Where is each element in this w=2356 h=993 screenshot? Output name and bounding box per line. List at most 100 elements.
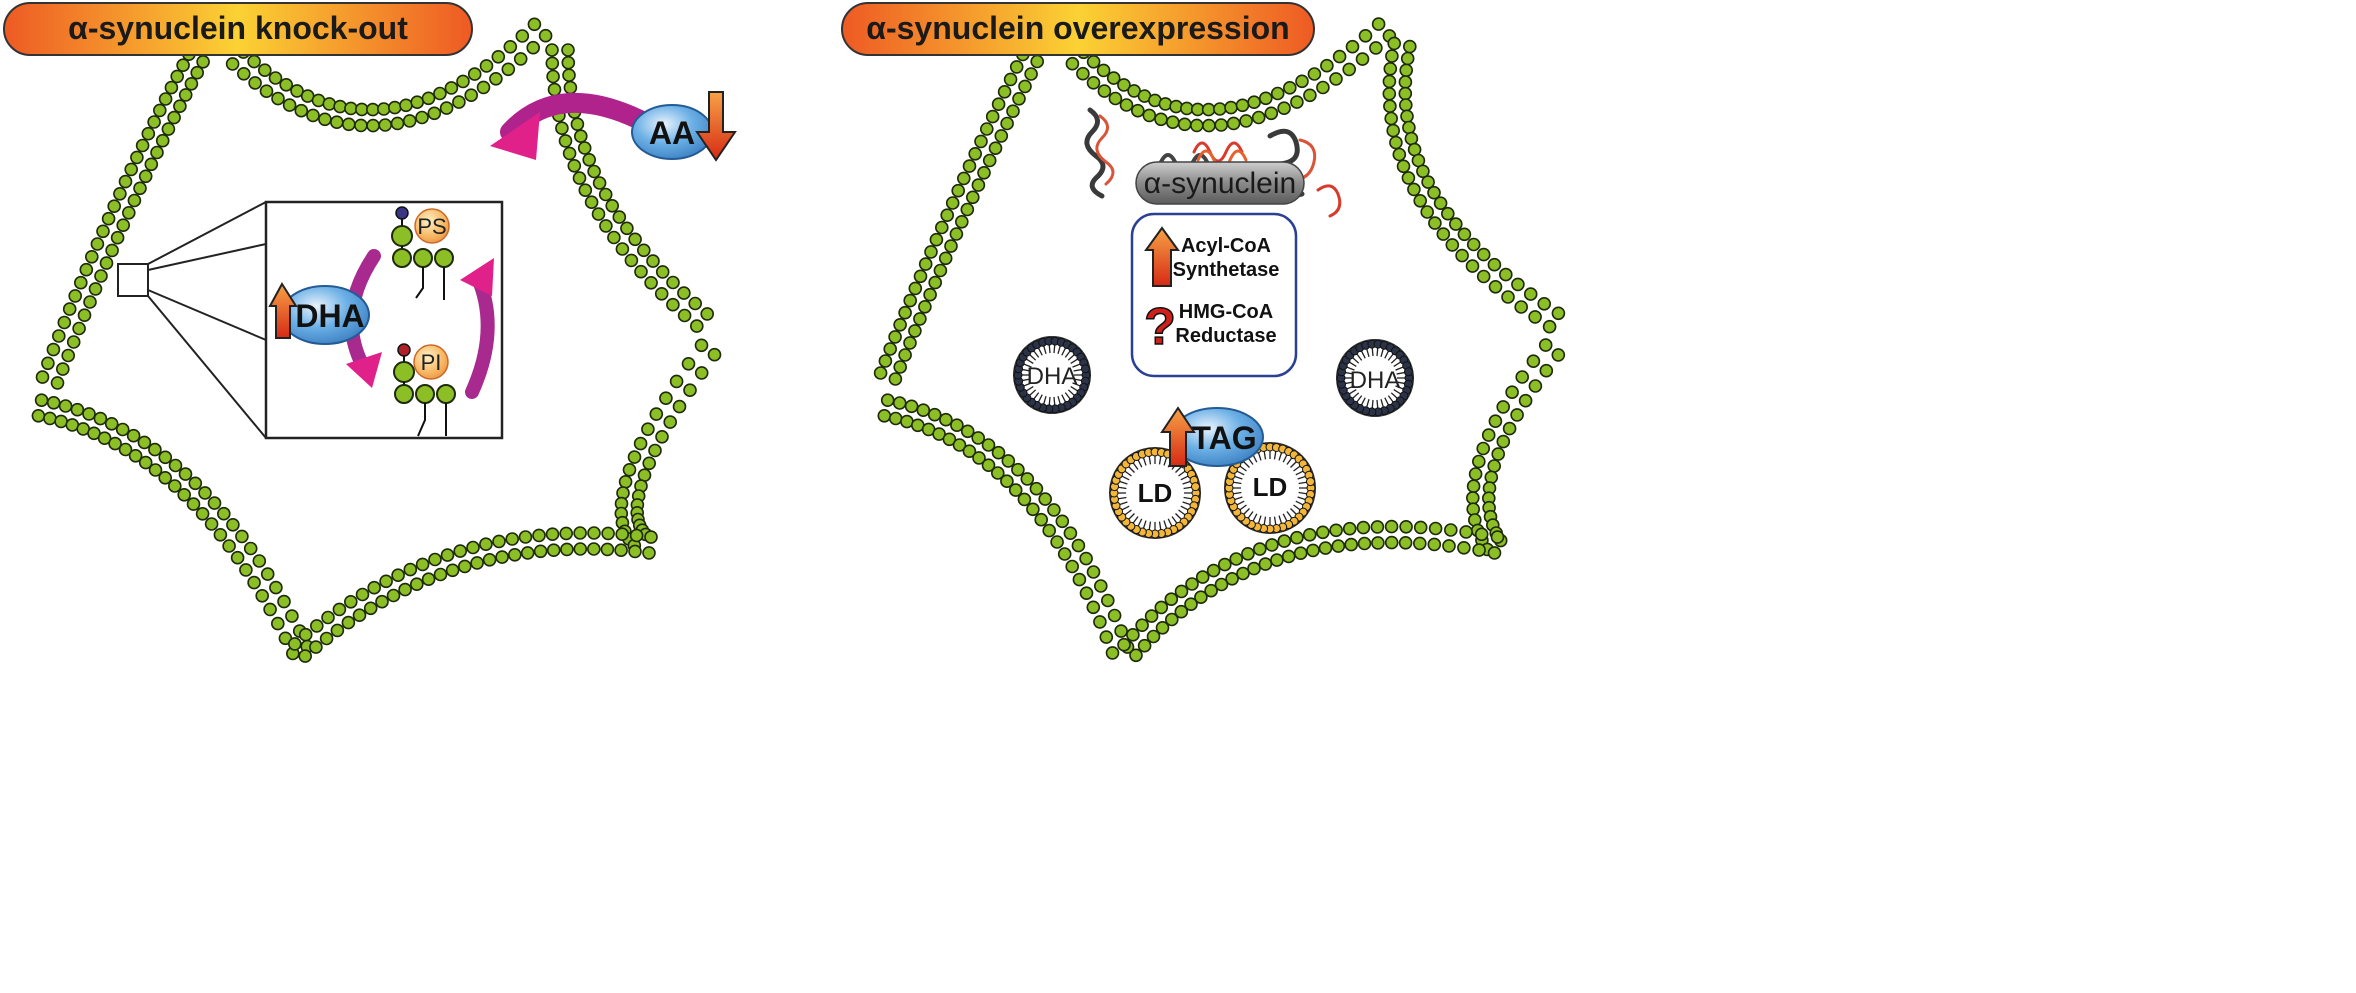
membrane-bead [58,399,73,413]
membrane-bead [570,117,585,131]
membrane-bead [1511,277,1525,292]
membrane-bead [562,68,576,82]
membrane-bead [1383,99,1397,113]
membrane-bead [1029,481,1044,496]
membrane-bead [217,506,231,521]
membrane-bead [634,264,648,279]
membrane-bead [1441,206,1455,221]
membrane-bead [1318,541,1333,555]
enzyme2-line2: Reductase [1175,325,1276,347]
membrane-bead [1146,629,1161,644]
membrane-bead [1218,557,1232,572]
membrane-bead [1017,492,1032,507]
membrane-bead [365,102,380,117]
membrane-bead [354,118,368,133]
membrane-bead [1428,216,1442,230]
membrane-bead [1184,597,1198,612]
membrane-bead [545,527,560,542]
membrane-bead [988,141,1003,155]
membrane-bead [688,296,703,311]
membrane-bead [1383,62,1398,76]
membrane-bead [184,77,199,91]
membrane-bead [444,81,459,95]
membrane-bead [878,354,893,368]
membrane-bead [173,99,187,113]
membrane-bead [482,552,497,567]
membrane-bead [309,640,323,654]
membrane-bead [972,451,986,465]
membrane-bead [247,54,261,69]
membrane-bead [1302,527,1317,542]
membrane-bead [624,253,639,268]
membrane-bead [239,563,253,577]
membrane-bead [1385,49,1399,63]
membrane-bead [427,106,442,121]
membrane-bead [1293,546,1308,561]
membrane-bead [354,102,369,117]
membrane-bead [627,450,642,464]
membrane-bead [888,330,902,344]
tag-label: TAG [1191,420,1256,456]
membrane-bead [479,537,493,552]
membrane-bead [57,315,72,330]
membrane-bead [979,122,994,136]
membrane-bead [352,608,367,623]
membrane-bead [1135,618,1149,633]
membrane-bead [470,556,484,570]
membrane-bead [62,302,77,316]
membrane-bead [225,57,240,71]
enzyme-up-arrow-icon [1144,226,1180,287]
membrane-bead [513,52,528,66]
membrane-bead [1097,84,1112,98]
membrane-bead [1020,472,1035,486]
membrane-bead [501,62,516,77]
lipid-head [1080,364,1090,374]
membrane-bead [343,594,358,609]
membrane-bead [977,166,991,180]
membrane-bead [700,307,715,321]
membrane-bead [600,542,615,557]
membrane-bead [467,67,482,81]
membrane-bead [168,458,183,473]
membrane-bead [1096,63,1111,78]
membrane-bead [466,540,480,555]
membrane-bead [390,116,405,131]
membrane-bead [1420,205,1434,219]
membrane-bead [960,202,975,217]
tag-up-arrow-icon [1160,406,1196,467]
membrane-bead [207,496,222,510]
membrane-bead [34,393,49,408]
membrane-bead [386,588,401,603]
membrane-bead [1474,527,1489,542]
aa-molecule: AA [631,104,713,160]
membrane-bead [113,187,127,201]
membrane-bead [378,118,393,132]
membrane-bead [1433,196,1448,210]
membrane-bead [1357,536,1372,551]
membrane-bead [148,463,163,477]
membrane-bead [107,199,121,213]
membrane-bead [614,543,628,558]
membrane-bead [572,171,587,185]
membrane-bead [904,399,919,414]
membrane-bead [527,17,542,32]
membrane-bead [104,416,119,431]
membrane-bead [607,230,621,245]
membrane-bead [126,428,141,443]
membrane-bead [1398,535,1413,550]
membrane-bead [903,293,918,308]
membrane-bead [101,211,116,226]
membrane-bead [538,28,553,43]
membrane-bead [873,366,888,380]
membrane-bead [158,92,173,106]
membrane-bead [1528,310,1542,324]
membrane-bead [290,84,304,98]
synuclein-label: α-synuclein [1144,167,1296,200]
membrane-bead [1185,577,1199,591]
membrane-bead [271,91,285,106]
membrane-bead [226,517,240,532]
membrane-bead [1206,563,1221,578]
dha-vesicle-right-label: DHA [1350,367,1401,394]
membrane-bead [677,308,692,323]
membrane-bead [683,383,697,398]
